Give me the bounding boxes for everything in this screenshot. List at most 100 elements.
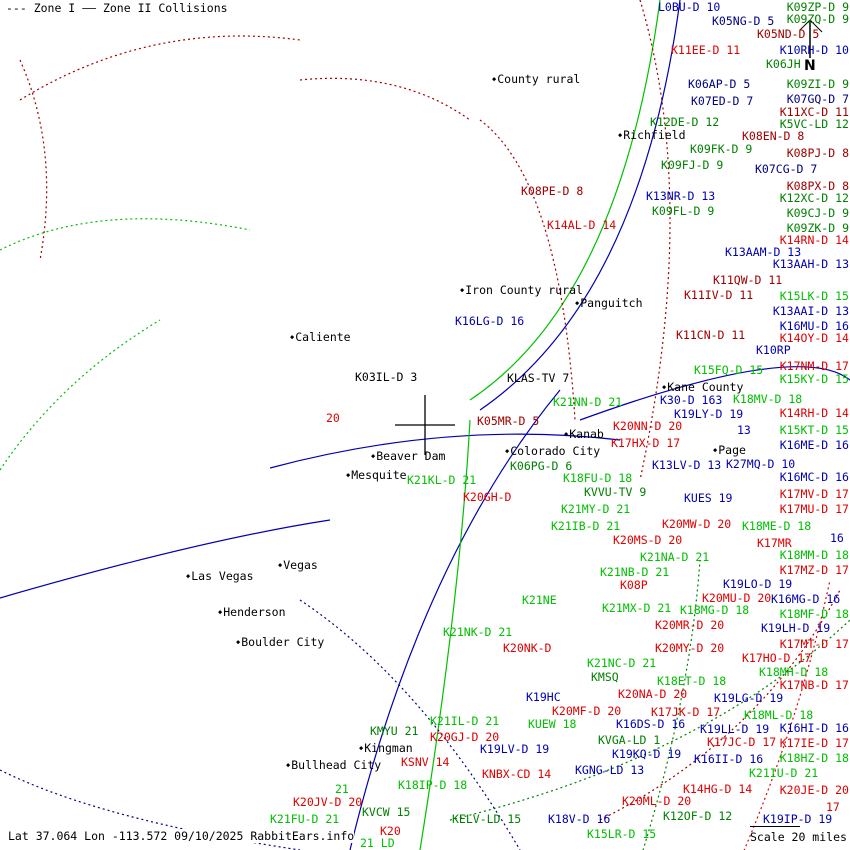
station-label[interactable]: K21FU-D 21 xyxy=(270,812,340,826)
station-label[interactable]: K14HG-D 14 xyxy=(683,782,753,796)
station-label[interactable]: K20MY-D 20 xyxy=(655,641,725,655)
station-label[interactable]: K21NN-D 21 xyxy=(553,395,623,409)
station-label[interactable]: K20 xyxy=(380,824,401,838)
station-label[interactable]: K18FU-D 18 xyxy=(563,471,633,485)
station-label[interactable]: K17MZ-D 17 xyxy=(779,563,849,577)
station-label[interactable]: K17MV-D 17 xyxy=(779,487,849,501)
station-label[interactable]: K30-D 163 xyxy=(660,393,723,407)
station-label[interactable]: K17JK-D 17 xyxy=(651,705,721,719)
station-label[interactable]: K21IL-D 21 xyxy=(430,714,500,728)
station-label[interactable]: K16DS-D 16 xyxy=(616,717,686,731)
station-label[interactable]: L0BU-D 10 xyxy=(658,0,721,14)
station-label[interactable]: K18ET-D 18 xyxy=(657,674,727,688)
station-label[interactable]: K21MY-D 21 xyxy=(561,502,631,516)
station-label[interactable]: K17NB-D 17 xyxy=(779,678,849,692)
station-label[interactable]: K19IP-D 19 xyxy=(763,812,833,826)
station-label[interactable]: K17MR xyxy=(757,536,792,550)
station-label[interactable]: K16LG-D 16 xyxy=(455,314,525,328)
station-label[interactable]: K09FL-D 9 xyxy=(652,204,715,218)
station-label[interactable]: K20JE-D 20 xyxy=(779,783,849,797)
station-label[interactable]: K16MG-D 16 xyxy=(771,592,841,606)
station-label[interactable]: K05MR-D 5 xyxy=(477,414,540,428)
station-label[interactable]: K13AAM-D 13 xyxy=(725,245,802,259)
station-label[interactable]: K20NA-D 20 xyxy=(618,687,688,701)
station-label[interactable]: K19LH-D 19 xyxy=(761,621,831,635)
station-label[interactable]: KMYU 21 xyxy=(370,724,419,738)
station-label[interactable]: K16MC-D 16 xyxy=(779,470,849,484)
station-label[interactable]: K20MF-D 20 xyxy=(552,704,622,718)
station-label[interactable]: K17HO-D 17 xyxy=(742,651,812,665)
station-label[interactable]: KLAS-TV 7 xyxy=(507,371,570,385)
station-label[interactable]: K13NR-D 13 xyxy=(646,189,716,203)
station-label[interactable]: K21IU-D 21 xyxy=(749,766,819,780)
station-label[interactable]: K08EN-D 8 xyxy=(742,129,805,143)
station-label[interactable]: K06JH xyxy=(766,57,801,71)
station-label[interactable]: K13LV-D 13 xyxy=(652,458,722,472)
station-label[interactable]: K16ME-D 16 xyxy=(779,438,849,452)
station-label[interactable]: K21IB-D 21 xyxy=(551,519,621,533)
station-label[interactable]: K14RH-D 14 xyxy=(779,406,849,420)
station-label[interactable]: K18MM-D 18 xyxy=(779,548,849,562)
station-label[interactable]: K10RP xyxy=(756,343,791,357)
station-label[interactable]: KSNV 14 xyxy=(401,755,450,769)
station-label[interactable]: K20NK-D xyxy=(503,641,552,655)
station-label[interactable]: K18IP-D 18 xyxy=(398,778,468,792)
station-label[interactable]: K19LG-D 19 xyxy=(714,691,784,705)
station-label[interactable]: K20JV-D 20 xyxy=(293,795,363,809)
station-label[interactable]: K12XC-D 12 xyxy=(779,191,849,205)
station-label[interactable]: K09FK-D 9 xyxy=(690,142,753,156)
station-label[interactable]: K20GJ-D 20 xyxy=(430,730,500,744)
station-label[interactable]: K18HZ-D 18 xyxy=(779,751,849,765)
station-label[interactable]: K15LK-D 15 xyxy=(779,289,849,303)
station-label[interactable]: K18MV-D 18 xyxy=(733,392,803,406)
station-label[interactable]: K17NM-D 17 xyxy=(779,359,849,373)
station-label[interactable]: K20MW-D 20 xyxy=(662,517,732,531)
station-label[interactable]: K18MG-D 18 xyxy=(680,603,750,617)
station-label[interactable]: KGNG-LD 13 xyxy=(575,763,645,777)
station-label[interactable]: K19HC xyxy=(526,690,561,704)
station-label[interactable]: K09ZK-D 9 xyxy=(786,221,849,235)
station-label[interactable]: K18ML-D 18 xyxy=(744,708,814,722)
station-label[interactable]: K09CJ-D 9 xyxy=(786,206,849,220)
station-label[interactable]: K08PJ-D 8 xyxy=(786,146,849,160)
station-label[interactable]: K19LV-D 19 xyxy=(480,742,550,756)
station-label[interactable]: K08P xyxy=(620,578,648,592)
station-label[interactable]: K15KT-D 15 xyxy=(779,423,849,437)
station-label[interactable]: K11QW-D 11 xyxy=(713,273,783,287)
station-label[interactable]: K13AAI-D 13 xyxy=(772,304,849,318)
station-label[interactable]: K06PG-D 6 xyxy=(510,459,573,473)
station-label[interactable]: 20 xyxy=(326,411,340,425)
station-label[interactable]: K21NE xyxy=(522,593,557,607)
station-label[interactable]: K11IV-D 11 xyxy=(684,288,754,302)
station-label[interactable]: K21NA-D 21 xyxy=(640,550,710,564)
station-label[interactable]: K18MF-D 18 xyxy=(779,607,849,621)
station-label[interactable]: KMSQ xyxy=(591,670,619,684)
station-label[interactable]: K16MU-D 16 xyxy=(779,319,849,333)
station-label[interactable]: KELV-LD 15 xyxy=(452,812,522,826)
station-label[interactable]: K17MT-D 17 xyxy=(779,637,849,651)
station-label[interactable]: 16 xyxy=(830,531,844,545)
station-label[interactable]: K21MX-D 21 xyxy=(602,601,672,615)
station-label[interactable]: K07GQ-D 7 xyxy=(786,92,849,106)
station-label[interactable]: KVVU-TV 9 xyxy=(584,485,647,499)
station-label[interactable]: 17 xyxy=(826,800,840,814)
station-label[interactable]: K21NK-D 21 xyxy=(443,625,513,639)
station-label[interactable]: K18ME-D 18 xyxy=(742,519,812,533)
station-label[interactable]: KVCW 15 xyxy=(362,805,411,819)
station-label[interactable]: K20MS-D 20 xyxy=(613,533,683,547)
station-label[interactable]: K12OF-D 12 xyxy=(663,809,733,823)
station-label[interactable]: K15LR-D 15 xyxy=(587,827,657,841)
station-label[interactable]: K21KL-D 21 xyxy=(407,473,477,487)
station-label[interactable]: K20MR-D 20 xyxy=(655,618,725,632)
station-label[interactable]: K14AL-D 14 xyxy=(547,218,617,232)
station-label[interactable]: K5VC-LD 12 xyxy=(779,117,849,131)
station-label[interactable]: K16II-D 16 xyxy=(694,752,764,766)
station-label[interactable]: K18V-D 16 xyxy=(548,812,611,826)
station-label[interactable]: K14OY-D 14 xyxy=(779,331,849,345)
station-label[interactable]: K15FQ-D 15 xyxy=(694,363,764,377)
station-label[interactable]: K03IL-D 3 xyxy=(355,370,418,384)
station-label[interactable]: K06AP-D 5 xyxy=(688,77,751,91)
station-label[interactable]: K11XC-D 11 xyxy=(779,105,849,119)
station-label[interactable]: K16HI-D 16 xyxy=(779,721,849,735)
